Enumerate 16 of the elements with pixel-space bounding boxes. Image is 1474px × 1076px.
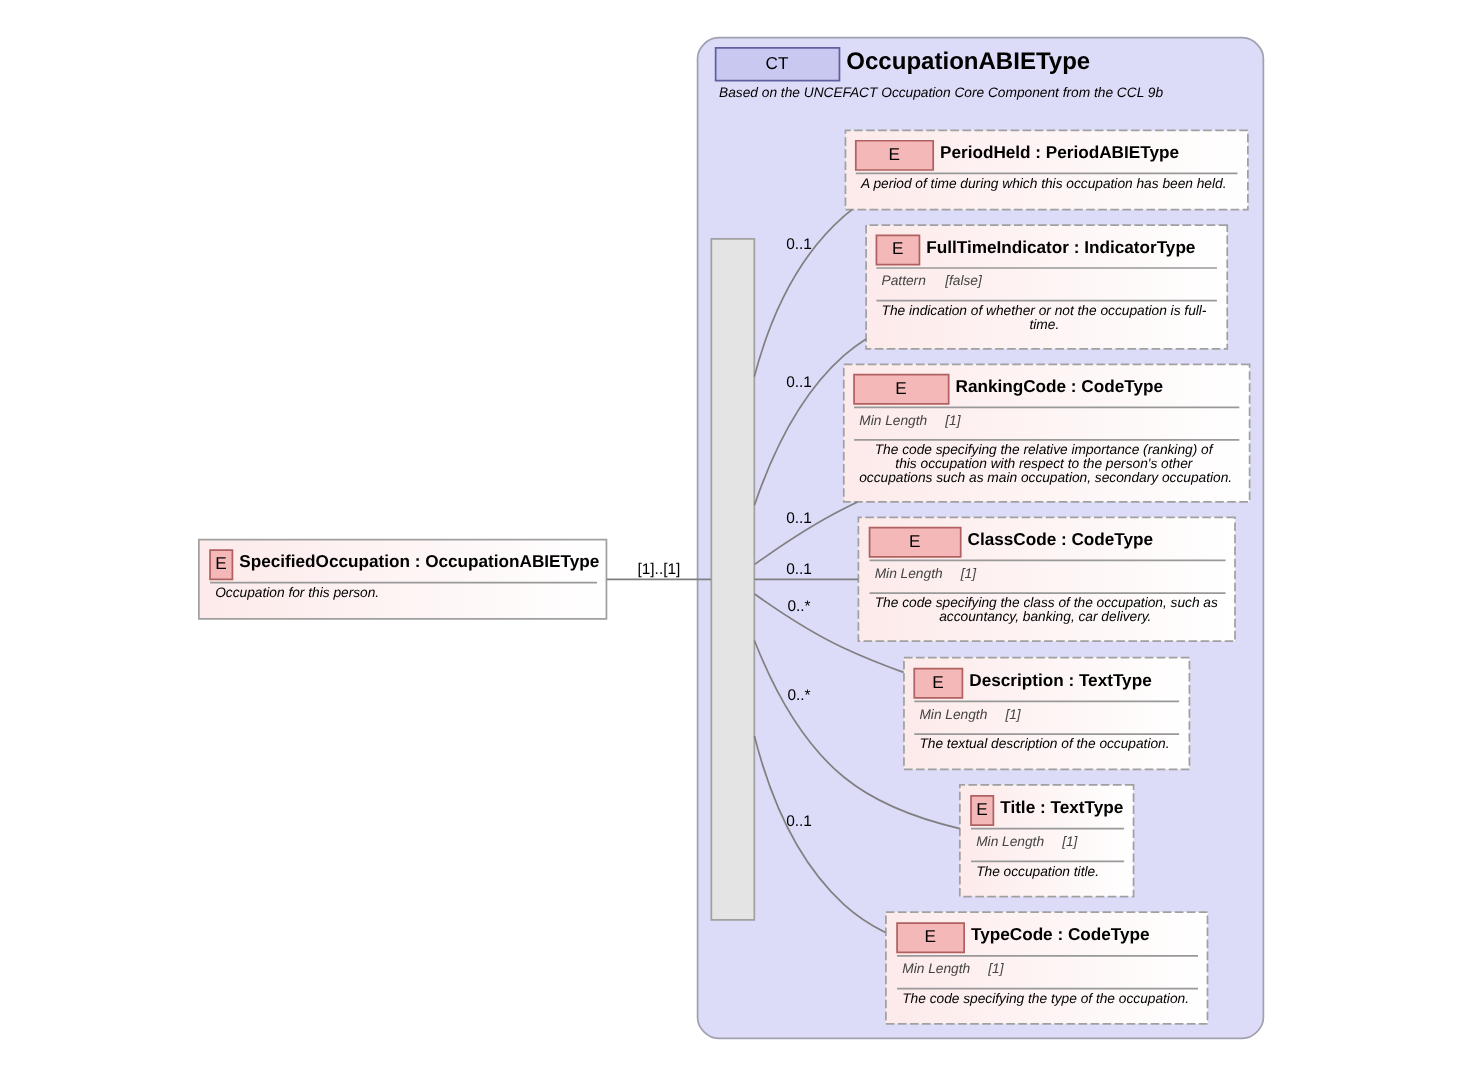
edge-label: 0..* [786,685,810,704]
connector [752,208,852,378]
edge-label: 0..1 [785,811,811,830]
edge-label: 0..1 [785,508,811,527]
connector [752,593,904,674]
connector [604,578,711,581]
edge-label: 0..* [786,596,810,615]
connector [752,578,859,581]
edge-label: 0..1 [785,560,811,579]
connector [752,501,858,566]
connector [752,338,866,507]
connector [752,735,886,934]
edge-label: 0..1 [785,373,811,392]
edge-label: 0..1 [785,235,811,254]
edge-label: [1]..[1] [636,560,680,579]
node-bar [709,237,755,921]
